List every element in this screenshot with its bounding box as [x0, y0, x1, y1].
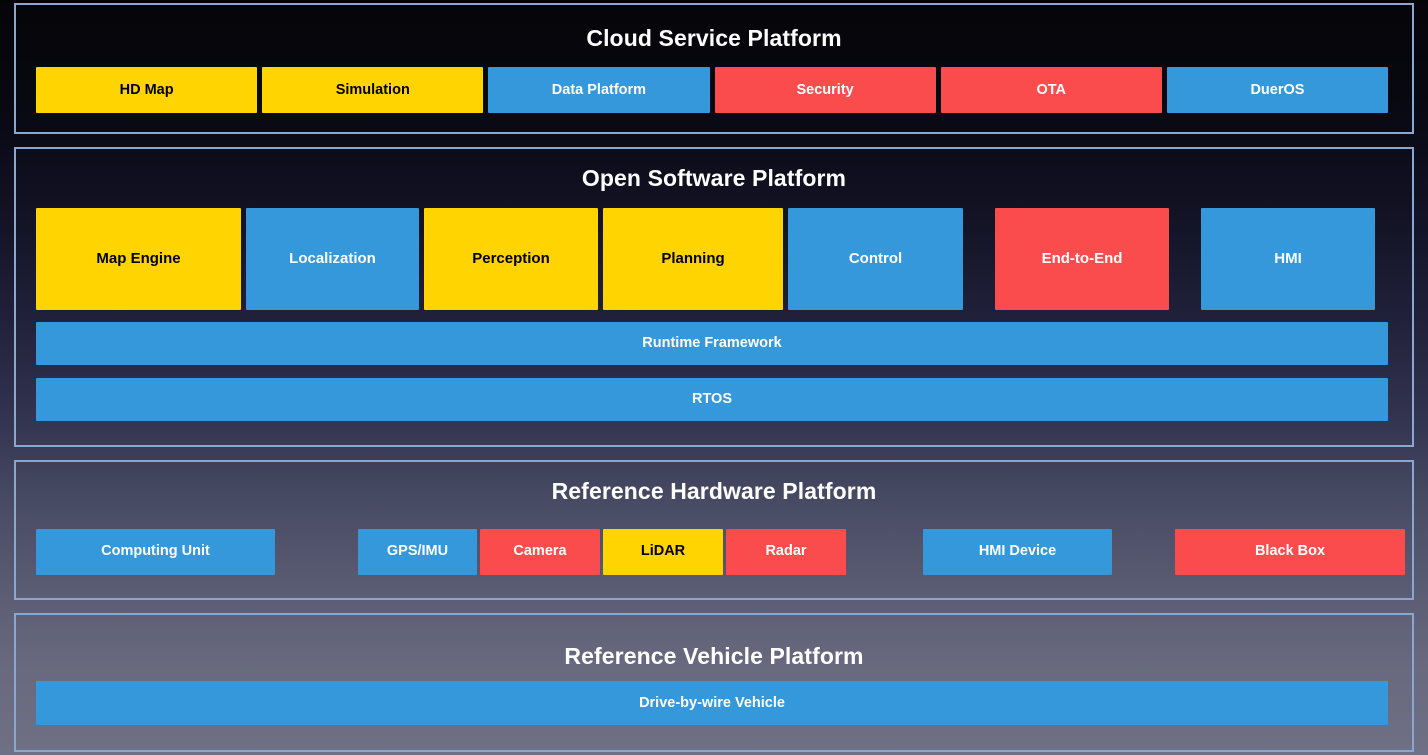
hardware-item-hmi-device[interactable]: HMI Device — [923, 528, 1112, 575]
software-bar-rtos[interactable]: RTOS — [36, 377, 1388, 421]
spacer — [1169, 208, 1201, 310]
software-module-hmi[interactable]: HMI — [1201, 207, 1375, 310]
panel-reference-vehicle-platform: Reference Vehicle Platform Drive-by-wire… — [14, 613, 1414, 752]
software-module-control[interactable]: Control — [788, 207, 963, 310]
panel-reference-hardware-platform: Reference Hardware Platform Computing Un… — [14, 459, 1414, 601]
cloud-item-security[interactable]: Security — [714, 67, 936, 113]
panel-cloud-service-platform: Cloud Service Platform HD Map Simulation… — [14, 3, 1414, 134]
panel-title-reference-hardware-platform: Reference Hardware Platform — [551, 477, 877, 504]
hardware-item-lidar[interactable]: LiDAR — [603, 528, 723, 575]
hardware-item-radar[interactable]: Radar — [726, 528, 846, 575]
panel-title-open-software-platform: Open Software Platform — [581, 164, 847, 191]
panel-title-cloud-service-platform: Cloud Service Platform — [586, 25, 842, 51]
panel-open-software-platform: Open Software Platform Map Engine Locali… — [14, 146, 1414, 447]
cloud-item-dueros[interactable]: DuerOS — [1166, 67, 1389, 113]
software-module-end-to-end[interactable]: End-to-End — [995, 207, 1169, 310]
hardware-item-gps-imu[interactable]: GPS/IMU — [358, 528, 477, 575]
panel-title-reference-vehicle-platform: Reference Vehicle Platform — [564, 643, 864, 670]
spacer — [963, 208, 995, 310]
software-module-perception[interactable]: Perception — [424, 207, 598, 310]
architecture-stack: Cloud Service Platform HD Map Simulation… — [14, 3, 1414, 752]
hardware-item-camera[interactable]: Camera — [480, 528, 600, 575]
cloud-item-simulation[interactable]: Simulation — [262, 67, 484, 113]
cloud-service-item-row: HD Map Simulation Data Platform Security… — [36, 67, 1389, 113]
hardware-item-row: Computing Unit GPS/IMU Camera LiDAR Rada… — [36, 528, 1405, 575]
cloud-item-ota[interactable]: OTA — [940, 67, 1162, 113]
software-module-map-engine[interactable]: Map Engine — [36, 207, 241, 310]
software-module-row: Map Engine Localization Perception Plann… — [36, 207, 1388, 310]
software-module-planning[interactable]: Planning — [603, 207, 783, 310]
software-module-localization[interactable]: Localization — [246, 207, 419, 310]
vehicle-item-drive-by-wire-vehicle[interactable]: Drive-by-wire Vehicle — [36, 681, 1388, 726]
hardware-item-black-box[interactable]: Black Box — [1175, 528, 1405, 575]
hardware-item-computing-unit[interactable]: Computing Unit — [36, 528, 275, 575]
software-bar-runtime-framework[interactable]: Runtime Framework — [36, 321, 1388, 365]
cloud-item-hd-map[interactable]: HD Map — [36, 67, 258, 113]
cloud-item-data-platform[interactable]: Data Platform — [488, 67, 710, 113]
